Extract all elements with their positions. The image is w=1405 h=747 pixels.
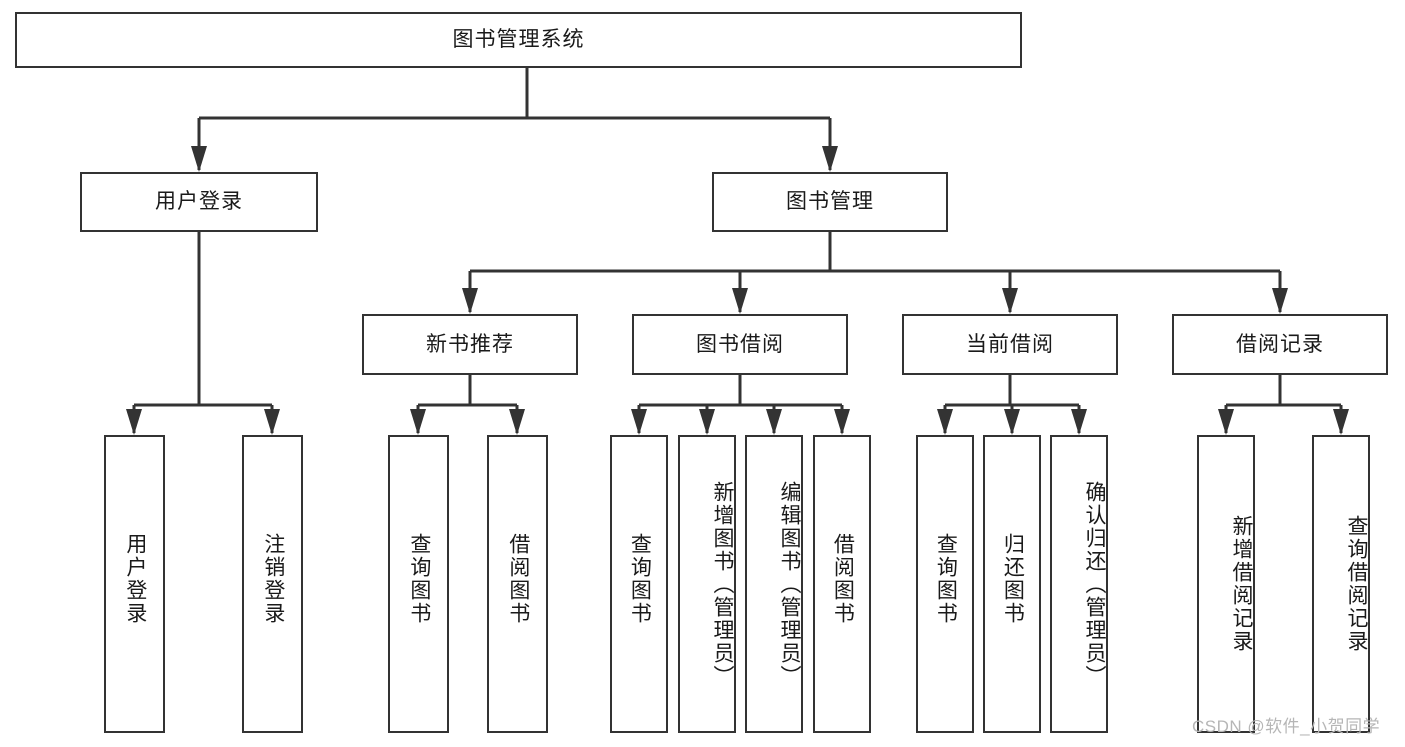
node-label: 查询图书 xyxy=(934,533,958,625)
arrow-head-icon xyxy=(1002,288,1018,314)
node-label: 用户登录 xyxy=(123,533,147,625)
node-label: 借阅图书 xyxy=(506,533,530,625)
node-label: 图书管理 xyxy=(786,190,874,214)
diagram-node-leaf-4[interactable]: 查询图书 xyxy=(610,435,668,733)
node-label: 借阅图书 xyxy=(831,533,855,625)
arrow-head-icon xyxy=(1333,409,1349,435)
diagram-node-l2-1[interactable]: 图书借阅 xyxy=(632,314,848,375)
diagram-node-l2-3[interactable]: 借阅记录 xyxy=(1172,314,1388,375)
arrow-head-icon xyxy=(1218,409,1234,435)
diagram-node-leaf-1[interactable]: 注销登录 xyxy=(242,435,303,733)
diagram-node-leaf-0[interactable]: 用户登录 xyxy=(104,435,165,733)
node-label: 查询图书 xyxy=(407,533,431,625)
diagram-node-leaf-2[interactable]: 查询图书 xyxy=(388,435,449,733)
node-label: 图书管理系统 xyxy=(452,28,585,52)
node-label: 查询借阅记录 xyxy=(1345,515,1368,653)
watermark-label: CSDN @软件_小贺同学 xyxy=(1192,717,1381,736)
diagram-node-leaf-5[interactable]: 新增图书（管理员） xyxy=(678,435,736,733)
arrow-head-icon xyxy=(699,409,715,435)
diagram-node-l2-0[interactable]: 新书推荐 xyxy=(362,314,578,375)
arrow-head-icon xyxy=(732,288,748,314)
node-label: 查询图书 xyxy=(628,533,652,625)
diagram-node-leaf-3[interactable]: 借阅图书 xyxy=(487,435,548,733)
diagram-node-root[interactable]: 图书管理系统 xyxy=(15,12,1022,68)
diagram-node-leaf-9[interactable]: 归还图书 xyxy=(983,435,1041,733)
arrow-head-icon xyxy=(410,409,426,435)
arrow-head-icon xyxy=(1272,288,1288,314)
node-label: 用户登录 xyxy=(155,190,243,214)
node-label: 编辑图书（管理员） xyxy=(778,480,801,688)
arrow-head-icon xyxy=(509,409,525,435)
node-label: 图书借阅 xyxy=(696,332,784,356)
arrow-head-icon xyxy=(1071,409,1087,435)
diagram-node-leaf-8[interactable]: 查询图书 xyxy=(916,435,974,733)
node-label: 注销登录 xyxy=(261,533,285,625)
diagram-node-l1-1[interactable]: 图书管理 xyxy=(712,172,948,232)
diagram-node-leaf-7[interactable]: 借阅图书 xyxy=(813,435,871,733)
arrow-head-icon xyxy=(766,409,782,435)
node-label: 新增图书（管理员） xyxy=(711,480,734,688)
arrow-head-icon xyxy=(264,409,280,435)
arrow-head-icon xyxy=(126,409,142,435)
arrow-head-icon xyxy=(937,409,953,435)
node-label: 新书推荐 xyxy=(426,332,514,356)
arrow-head-icon xyxy=(1004,409,1020,435)
arrow-head-icon xyxy=(462,288,478,314)
arrow-head-icon xyxy=(822,146,838,172)
diagram-node-leaf-10[interactable]: 确认归还（管理员） xyxy=(1050,435,1108,733)
arrow-head-icon xyxy=(834,409,850,435)
diagram-node-leaf-11[interactable]: 新增借阅记录 xyxy=(1197,435,1255,733)
diagram-node-l2-2[interactable]: 当前借阅 xyxy=(902,314,1118,375)
diagram-node-leaf-6[interactable]: 编辑图书（管理员） xyxy=(745,435,803,733)
node-label: 新增借阅记录 xyxy=(1230,515,1253,653)
node-label: 借阅记录 xyxy=(1236,332,1324,356)
node-label: 确认归还（管理员） xyxy=(1083,480,1106,688)
node-label: 归还图书 xyxy=(1001,533,1025,625)
node-label: 当前借阅 xyxy=(966,332,1054,356)
arrow-head-icon xyxy=(631,409,647,435)
diagram-node-leaf-12[interactable]: 查询借阅记录 xyxy=(1312,435,1370,733)
diagram-node-l1-0[interactable]: 用户登录 xyxy=(80,172,318,232)
arrow-head-icon xyxy=(191,146,207,172)
